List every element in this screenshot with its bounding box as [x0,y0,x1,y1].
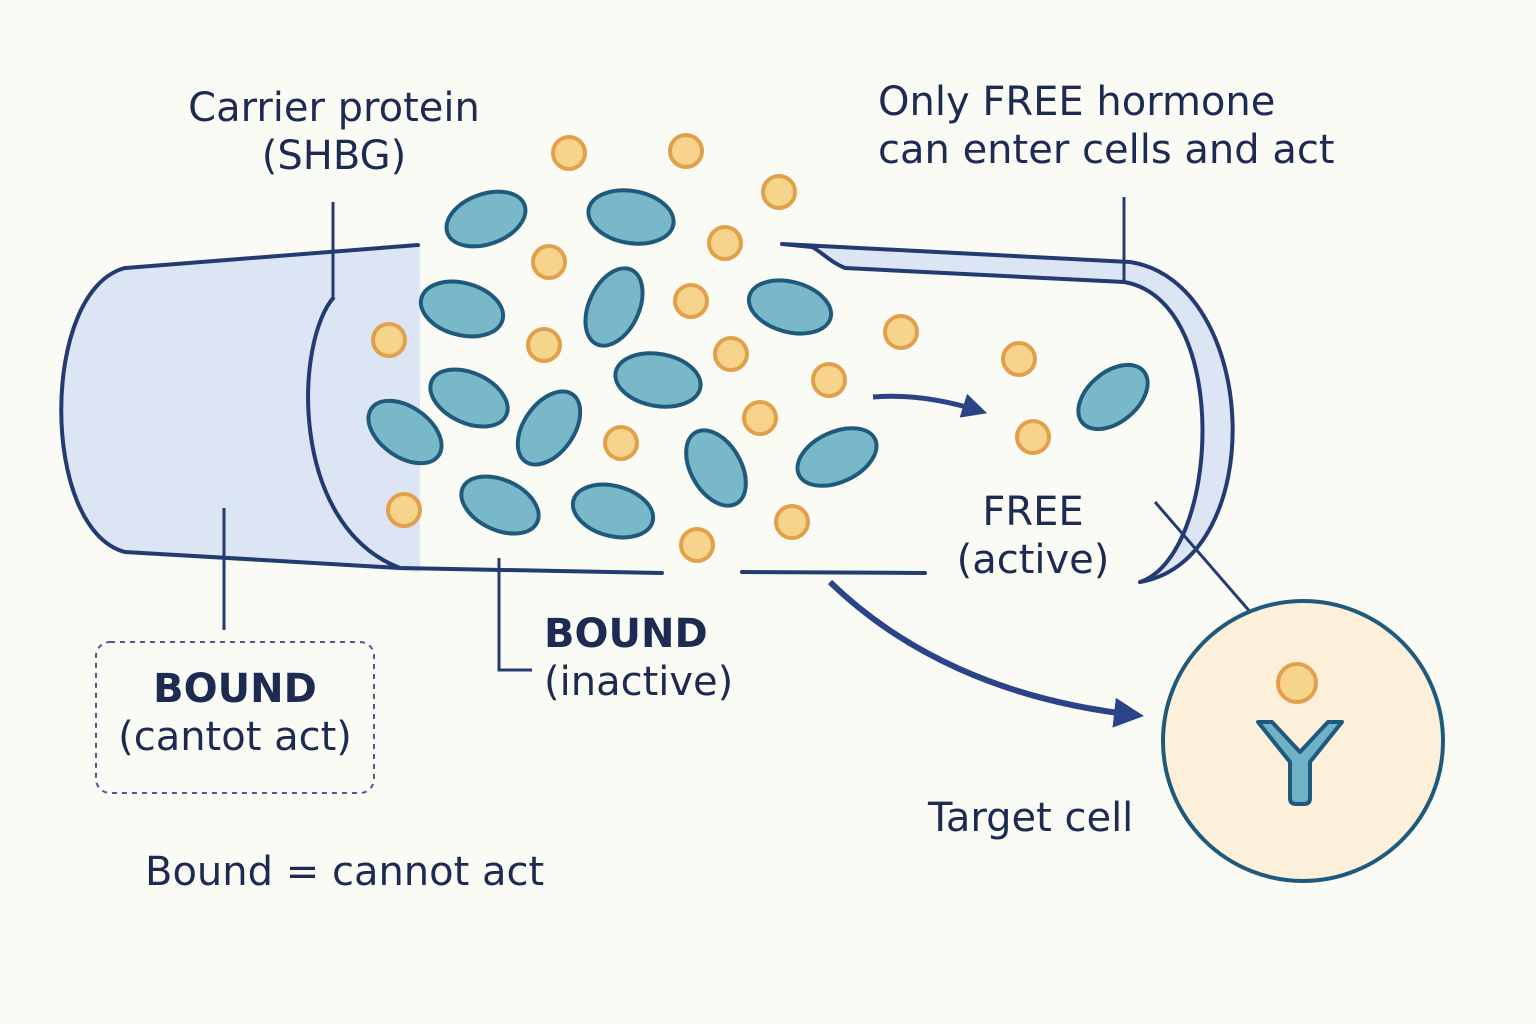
carrier-protein-label: Carrier protein (SHBG) [172,84,496,180]
hormone-molecule [673,283,709,319]
hormone-molecule [742,400,778,436]
bound-summary-label: Bound = cannot act [145,848,544,896]
hormone-molecule [1015,419,1051,455]
bound-cannot-act-label-line2: (cantot act) [118,714,352,760]
bound-inactive-label-line2: (inactive) [544,659,734,705]
target-cell-label: Target cell [928,794,1133,842]
arrows [827,393,1144,728]
carrier-protein [515,389,583,467]
carrier-protein [795,426,879,488]
hormone-molecule [531,244,567,280]
hormone-molecule [551,135,587,171]
receptor-icon [1256,720,1344,806]
hormone-molecule [707,225,743,261]
carrier-protein [459,474,541,536]
hormone-molecule [774,504,810,540]
hormone-molecule [811,362,847,398]
carrier-protein [418,279,506,339]
carrier-protein [684,428,748,508]
hormone-molecule [386,492,422,528]
hormone-molecule [603,425,639,461]
hormone-molecule [526,327,562,363]
release-arrow [872,393,988,418]
target-cell-body [1161,599,1445,883]
carrier-proteins [366,188,1150,540]
carrier-protein [570,482,656,540]
vessel-left-cap [61,245,420,572]
hormone-molecules [371,133,1051,563]
hormone-molecule [1001,341,1037,377]
carrier-protein [444,189,528,249]
bound-cannot-act-label: BOUND (cantot act) [100,665,370,761]
bound-cannot-act-label-line1: BOUND [153,666,317,712]
hormone-molecule [668,133,704,169]
carrier-protein [1076,362,1150,432]
vessel-right-wall [780,242,1235,584]
carrier-protein [428,367,510,429]
target-cell [1161,599,1445,883]
carrier-protein-label-line2: (SHBG) [261,133,407,179]
bound-inactive-label: BOUND (inactive) [544,610,733,706]
free-hormone-note: Only FREE hormone can enter cells and ac… [878,78,1335,174]
free-active-label-line1: FREE [982,489,1084,535]
free-active-label-line2: (active) [956,537,1110,583]
carrier-protein [583,266,645,348]
vessel-top-wall [123,243,420,270]
carrier-protein [586,188,676,246]
vessel-cross-section [306,295,401,570]
hormone-molecule [679,527,715,563]
bound-inactive-leader-line [497,558,532,672]
entry-arrow [827,579,1144,728]
hormone-molecule [761,174,797,210]
vessel-left-outer-edge [59,266,126,554]
carrier-protein-label-line1: Carrier protein [188,85,480,131]
bound-summary-text: Bound = cannot act [145,849,545,895]
target-cell-label-text: Target cell [928,795,1134,841]
free-hormone-note-line2: can enter cells and act [878,127,1335,173]
blood-vessel [59,242,1235,584]
free-active-label: FREE (active) [948,488,1118,584]
carrier-protein [746,278,834,336]
carrier-protein [613,351,703,409]
bound-box-frame [95,641,375,794]
hormone-molecule [371,322,407,358]
bound-hormone-molecule [1276,662,1318,704]
free-hormone-note-line1: Only FREE hormone [878,79,1276,125]
hormone-molecule [883,314,919,350]
hormone-molecule [713,336,749,372]
carrier-protein [366,398,444,466]
bound-inactive-label-line1: BOUND [544,611,708,657]
